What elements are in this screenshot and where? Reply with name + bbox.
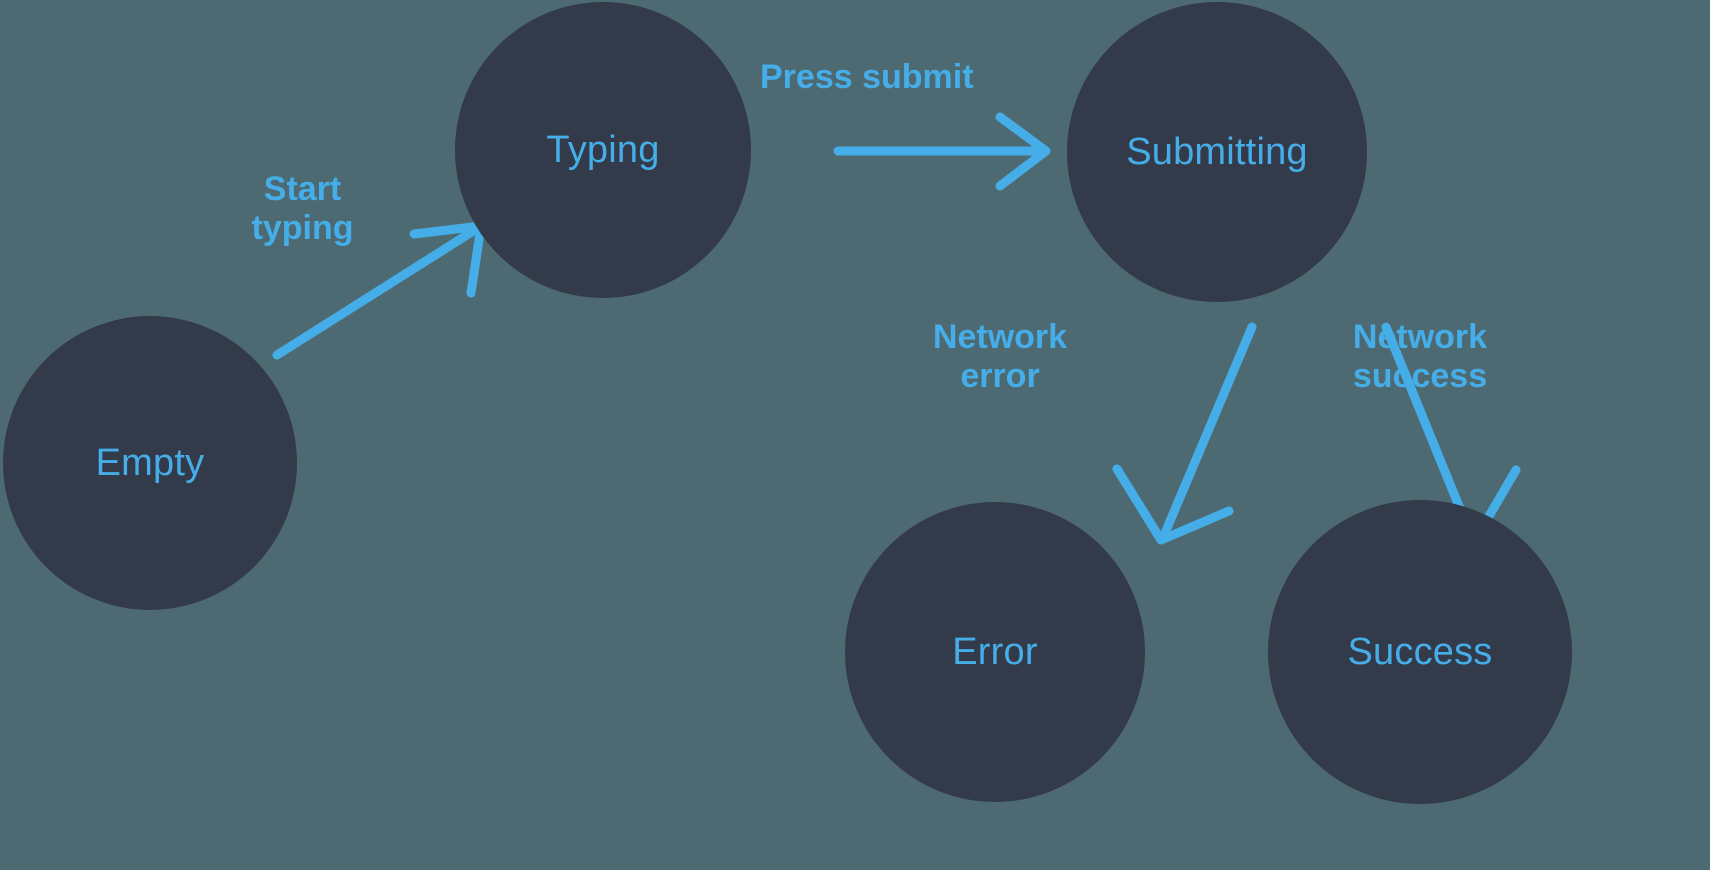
state-node-label: Error xyxy=(952,631,1038,673)
state-node-success[interactable]: Success xyxy=(1268,500,1572,804)
state-node-empty[interactable]: Empty xyxy=(3,316,297,610)
edge-label-start-typing: Start typing xyxy=(251,170,354,248)
state-node-typing[interactable]: Typing xyxy=(455,2,751,298)
edge-label-press-submit: Press submit xyxy=(760,58,974,96)
edge-label-network-error: Network error xyxy=(932,318,1068,396)
state-node-label: Empty xyxy=(95,442,205,484)
edge-press-submit xyxy=(833,112,1051,191)
state-node-label: Success xyxy=(1347,631,1493,673)
state-node-error[interactable]: Error xyxy=(845,502,1145,802)
edge-network-error xyxy=(1112,322,1257,545)
state-node-label: Typing xyxy=(546,129,660,171)
state-node-submitting[interactable]: Submitting xyxy=(1067,2,1367,302)
state-node-label: Submitting xyxy=(1126,131,1308,173)
edge-label-network-success: Network success xyxy=(1352,318,1488,396)
